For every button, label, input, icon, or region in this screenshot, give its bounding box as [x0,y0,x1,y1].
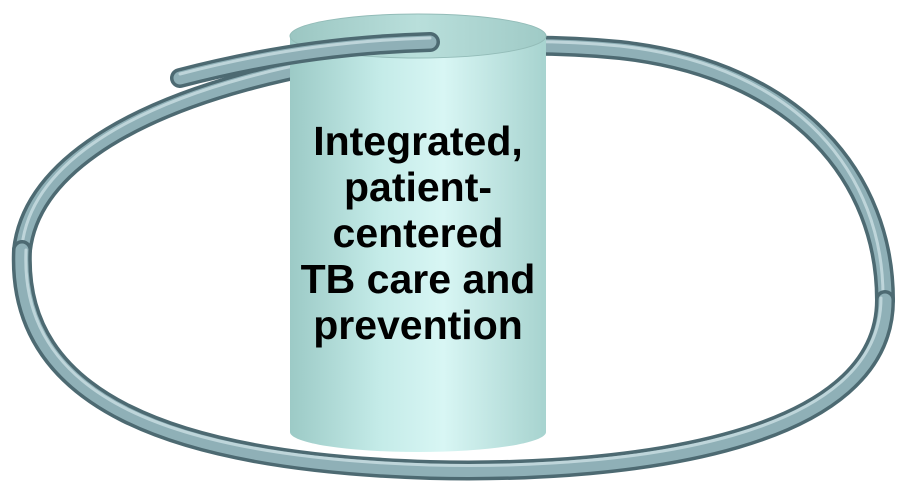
pillar-label-line-1: Integrated, [313,118,523,164]
pillar-label-line-5: prevention [313,302,523,348]
pillar-label-line-4: TB care and [300,256,536,302]
pillar-label-line-2: patient- [343,164,493,210]
pillar-cylinder [289,13,547,452]
ring-front-arc [11,32,895,481]
pillar-label: Integrated, patient- centered TB care an… [290,118,546,348]
pillar-label-line-3: centered [332,210,504,256]
ring-back-arc [12,35,895,310]
